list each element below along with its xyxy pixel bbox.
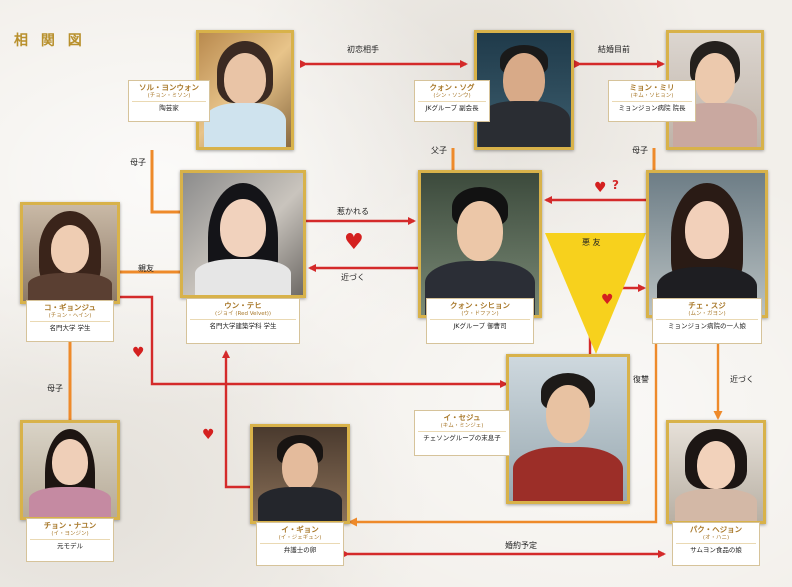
actor-name: (ムン・ガヨン) bbox=[653, 311, 761, 318]
label-first-love: 初恋相手 bbox=[347, 44, 379, 55]
character-role: JKグループ 御曹司 bbox=[430, 319, 530, 332]
character-name: イ・ギョン bbox=[257, 525, 343, 535]
actor-name: (キム・ミンジェ) bbox=[415, 423, 509, 430]
character-name: イ・セジュ bbox=[415, 413, 509, 423]
actor-name: (シン・ソンウ) bbox=[415, 93, 489, 100]
portrait-i-gion bbox=[250, 424, 350, 524]
portrait-eun-tehi bbox=[180, 170, 306, 298]
label-mother-son-1: 母子 bbox=[130, 157, 146, 168]
actor-name: (イ・ジェギュン) bbox=[257, 535, 343, 542]
character-name: クォン・ソグ bbox=[415, 83, 489, 93]
actor-name: (ウ・ドファン) bbox=[427, 311, 533, 318]
character-role: 名門大学建築学科 学生 bbox=[190, 319, 296, 332]
character-name: パク・ヘジョン bbox=[673, 525, 759, 535]
label-father-son: 父子 bbox=[431, 145, 447, 156]
card-kwon-sogu: クォン・ソグ (シン・ソンウ) JKグループ 副会長 bbox=[414, 80, 490, 122]
label-best-friend: 親友 bbox=[138, 263, 154, 274]
character-name: チェ・スジ bbox=[653, 301, 761, 311]
character-role: ミョンジョン病院 院長 bbox=[612, 101, 692, 114]
label-mother-son-2: 母子 bbox=[632, 145, 648, 156]
question-mark: ? bbox=[612, 178, 619, 192]
label-mother-son-3: 母子 bbox=[47, 383, 63, 394]
label-revenge: 復讐 bbox=[633, 374, 649, 385]
card-che-suji: チェ・スジ (ムン・ガヨン) ミョンジョン病院の一人娘 bbox=[652, 298, 762, 344]
heart-icon: ♥ bbox=[594, 180, 607, 196]
card-eun-tehi: ウン・テヒ (ジョイ (Red Velvet)) 名門大学建築学科 学生 bbox=[186, 298, 300, 344]
heart-icon: ♥ bbox=[601, 292, 614, 308]
character-name: クォン・シヒョン bbox=[427, 301, 533, 311]
actor-name: (オ・ハニ) bbox=[673, 535, 759, 542]
character-role: チェソングループの末息子 bbox=[418, 431, 506, 444]
arrow-gion-to-tehi bbox=[226, 352, 252, 487]
bad-friends-triangle bbox=[545, 233, 646, 354]
character-name: ミョン・ミリ bbox=[609, 83, 695, 93]
character-role: 陶芸家 bbox=[132, 101, 206, 114]
character-name: コ・ギョンジュ bbox=[27, 303, 113, 313]
portrait-ko-gyonju bbox=[20, 202, 120, 304]
character-role: JKグループ 副会長 bbox=[418, 101, 486, 114]
actor-name: (キム・ソヒョン) bbox=[609, 93, 695, 100]
label-falls-for: 惹かれる bbox=[337, 206, 369, 217]
actor-name: (ジョイ (Red Velvet)) bbox=[187, 311, 299, 318]
portrait-che-suji bbox=[646, 170, 768, 318]
portrait-sol-yonwon bbox=[196, 30, 294, 150]
card-min-miri: ミョン・ミリ (キム・ソヒョン) ミョンジョン病院 院長 bbox=[608, 80, 696, 122]
actor-name: (チョン・ヘイン) bbox=[27, 313, 113, 320]
character-name: チョン・ナユン bbox=[27, 521, 113, 531]
heart-icon: ♥ bbox=[202, 427, 215, 443]
heart-icon: ♥ bbox=[132, 345, 145, 361]
label-engaged: 婚約予定 bbox=[505, 540, 537, 551]
character-role: 元モデル bbox=[30, 539, 110, 552]
character-role: 名門大学 学生 bbox=[30, 321, 110, 334]
portrait-pak-heyon bbox=[666, 420, 766, 524]
character-role: サムヨン食品の娘 bbox=[676, 543, 756, 556]
card-i-gion: イ・ギョン (イ・ジェギュン) 弁護士の卵 bbox=[256, 522, 344, 566]
card-i-seju: イ・セジュ (キム・ミンジェ) チェソングループの末息子 bbox=[414, 410, 510, 456]
portrait-kwon-sihyon bbox=[418, 170, 542, 318]
character-role: 弁護士の卵 bbox=[260, 543, 340, 556]
actor-name: (イ・ヨンジン) bbox=[27, 531, 113, 538]
actor-name: (チョン・ミソン) bbox=[129, 93, 209, 100]
character-role: ミョンジョン病院の一人娘 bbox=[656, 319, 758, 332]
card-pak-heyon: パク・ヘジョン (オ・ハニ) サムヨン食品の娘 bbox=[672, 522, 760, 566]
label-approaches-2: 近づく bbox=[730, 374, 754, 385]
character-name: ウン・テヒ bbox=[187, 301, 299, 311]
portrait-i-seju bbox=[506, 354, 630, 504]
card-chon-nayun: チョン・ナユン (イ・ヨンジン) 元モデル bbox=[26, 518, 114, 562]
label-bad-friends: 悪 友 bbox=[582, 237, 601, 248]
card-ko-gyonju: コ・ギョンジュ (チョン・ヘイン) 名門大学 学生 bbox=[26, 300, 114, 342]
portrait-chon-nayun bbox=[20, 420, 120, 520]
line-sol-tehi bbox=[152, 150, 182, 212]
label-approaches: 近づく bbox=[341, 272, 365, 283]
heart-icon: ♥ bbox=[344, 230, 364, 255]
character-name: ソル・ヨンウォン bbox=[129, 83, 209, 93]
card-sol-yonwon: ソル・ヨンウォン (チョン・ミソン) 陶芸家 bbox=[128, 80, 210, 122]
card-kwon-sihyon: クォン・シヒョン (ウ・ドファン) JKグループ 御曹司 bbox=[426, 298, 534, 344]
label-marriage-target: 結婚目前 bbox=[598, 44, 630, 55]
